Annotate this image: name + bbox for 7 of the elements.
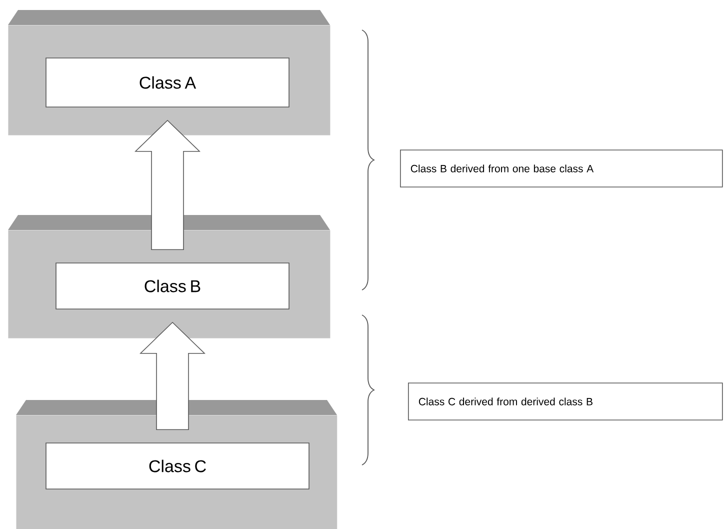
- note-box: Class B derived from one base class A: [400, 150, 723, 188]
- block-arrow: [134, 120, 200, 250]
- note-box: Class C derived from derived class B: [408, 382, 723, 420]
- block-arrow: [140, 322, 206, 430]
- class-box: Class C: [46, 442, 310, 490]
- class-box: Class A: [46, 58, 290, 108]
- class-box: Class B: [56, 262, 290, 310]
